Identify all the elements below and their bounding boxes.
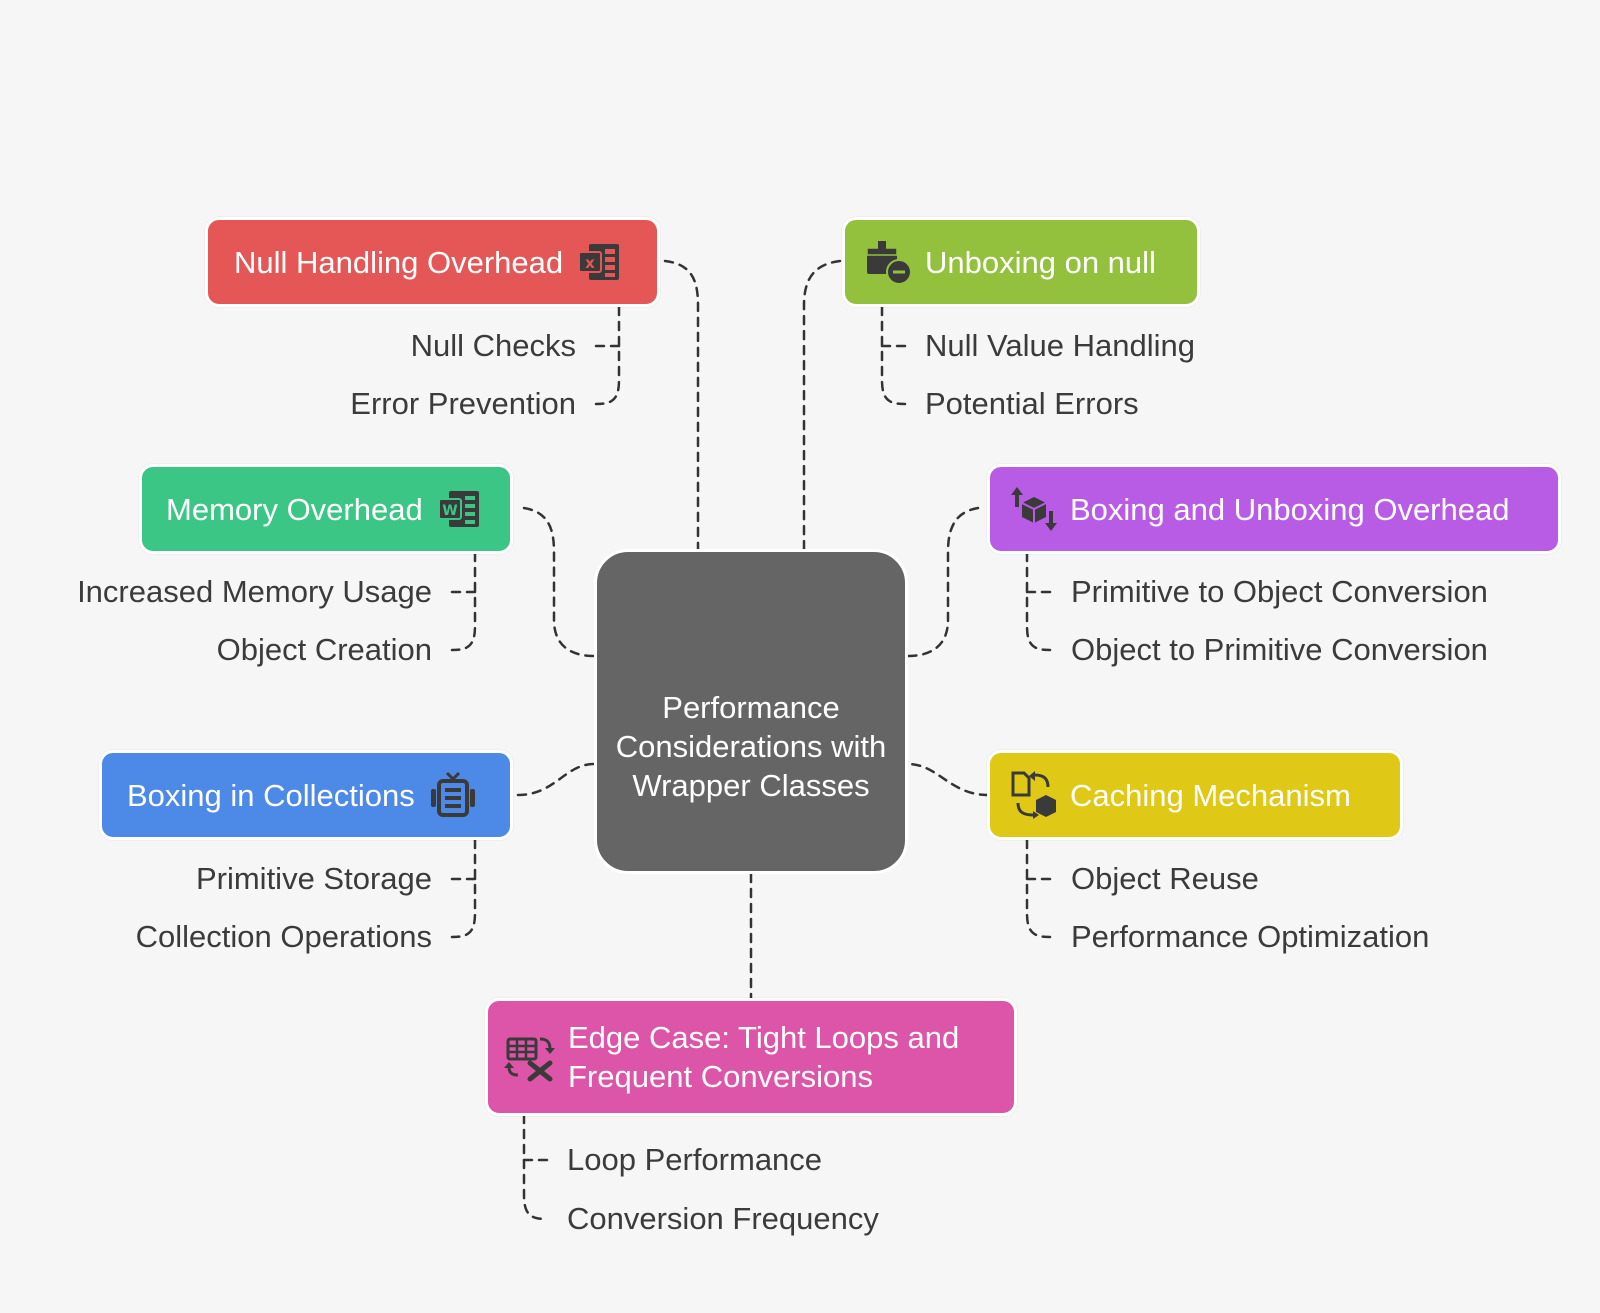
connector-unboxing-items: [880, 305, 907, 406]
connector-caching: [906, 762, 990, 797]
connector-boxing-overhead: [906, 506, 980, 658]
connector-collections-items: [450, 838, 477, 939]
sub-object-to-primitive: Object to Primitive Conversion: [1071, 632, 1488, 667]
branch-edge-case-title-line-2: Frequent Conversions: [568, 1059, 873, 1094]
sub-object-creation: Object Creation: [216, 632, 432, 667]
connector-collections: [516, 762, 596, 797]
connector-boxing-items: [1025, 551, 1052, 652]
branch-memory-title: Memory Overhead: [166, 491, 423, 527]
svg-text:W: W: [442, 503, 457, 519]
connector-edge-items: [522, 1113, 549, 1221]
sub-primitive-to-object: Primitive to Object Conversion: [1071, 574, 1488, 609]
collection-box-icon: [430, 771, 475, 817]
box-transfer-icon: [1011, 487, 1057, 531]
table-convert-icon: [504, 1037, 555, 1082]
sub-error-prevention: Error Prevention: [350, 386, 576, 421]
sub-null-value-handling: Null Value Handling: [925, 328, 1195, 363]
branch-boxing-overhead-title: Boxing and Unboxing Overhead: [1070, 491, 1510, 527]
sub-conversion-frequency: Conversion Frequency: [567, 1201, 879, 1236]
branch-edge-case-title-line-1: Edge Case: Tight Loops and: [568, 1020, 960, 1055]
sub-collection-operations: Collection Operations: [135, 919, 432, 954]
connector-memory: [522, 506, 596, 658]
branch-collections-title: Boxing in Collections: [127, 777, 415, 813]
branch-null-handling: Null Handling Overhead x: [205, 217, 660, 307]
sub-null-checks: Null Checks: [410, 328, 576, 363]
branch-unboxing-null: Unboxing on null: [842, 217, 1200, 307]
branch-edge-case: Edge Case: Tight Loops and Frequent Conv…: [485, 998, 1017, 1116]
package-minus-icon: [866, 241, 912, 285]
sub-primitive-storage: Primitive Storage: [195, 861, 432, 896]
excel-icon: x: [578, 244, 620, 280]
branch-unboxing-null-title: Unboxing on null: [925, 244, 1156, 280]
branch-collections: Boxing in Collections: [99, 750, 513, 840]
sub-loop-performance: Loop Performance: [567, 1142, 823, 1177]
sub-potential-errors: Potential Errors: [925, 386, 1139, 421]
connector-caching-items: [1025, 838, 1052, 939]
svg-text:x: x: [585, 254, 595, 272]
central-topic: Performance Considerations with Wrapper …: [594, 549, 908, 874]
central-topic-label: Performance Considerations with Wrapper …: [615, 690, 887, 803]
sub-performance-optimization: Performance Optimization: [1071, 919, 1430, 954]
word-icon: W: [437, 491, 479, 527]
sub-increased-memory-usage: Increased Memory Usage: [77, 574, 432, 609]
branch-edge-case-title: Edge Case: Tight Loops and Frequent Conv…: [568, 1018, 959, 1096]
connector-null-handling: [663, 259, 700, 551]
branch-memory: Memory Overhead W: [139, 464, 513, 554]
connector-memory-items: [450, 551, 477, 652]
branch-null-handling-title: Null Handling Overhead: [234, 244, 564, 280]
branch-caching-title: Caching Mechanism: [1070, 777, 1351, 813]
branch-caching: Caching Mechanism: [987, 750, 1403, 840]
connector-null-checks: [594, 305, 621, 406]
sub-object-reuse: Object Reuse: [1071, 861, 1259, 896]
cache-cycle-icon: [1011, 771, 1056, 819]
branch-boxing-overhead: Boxing and Unboxing Overhead: [987, 464, 1561, 554]
connector-unboxing-null: [802, 259, 842, 551]
